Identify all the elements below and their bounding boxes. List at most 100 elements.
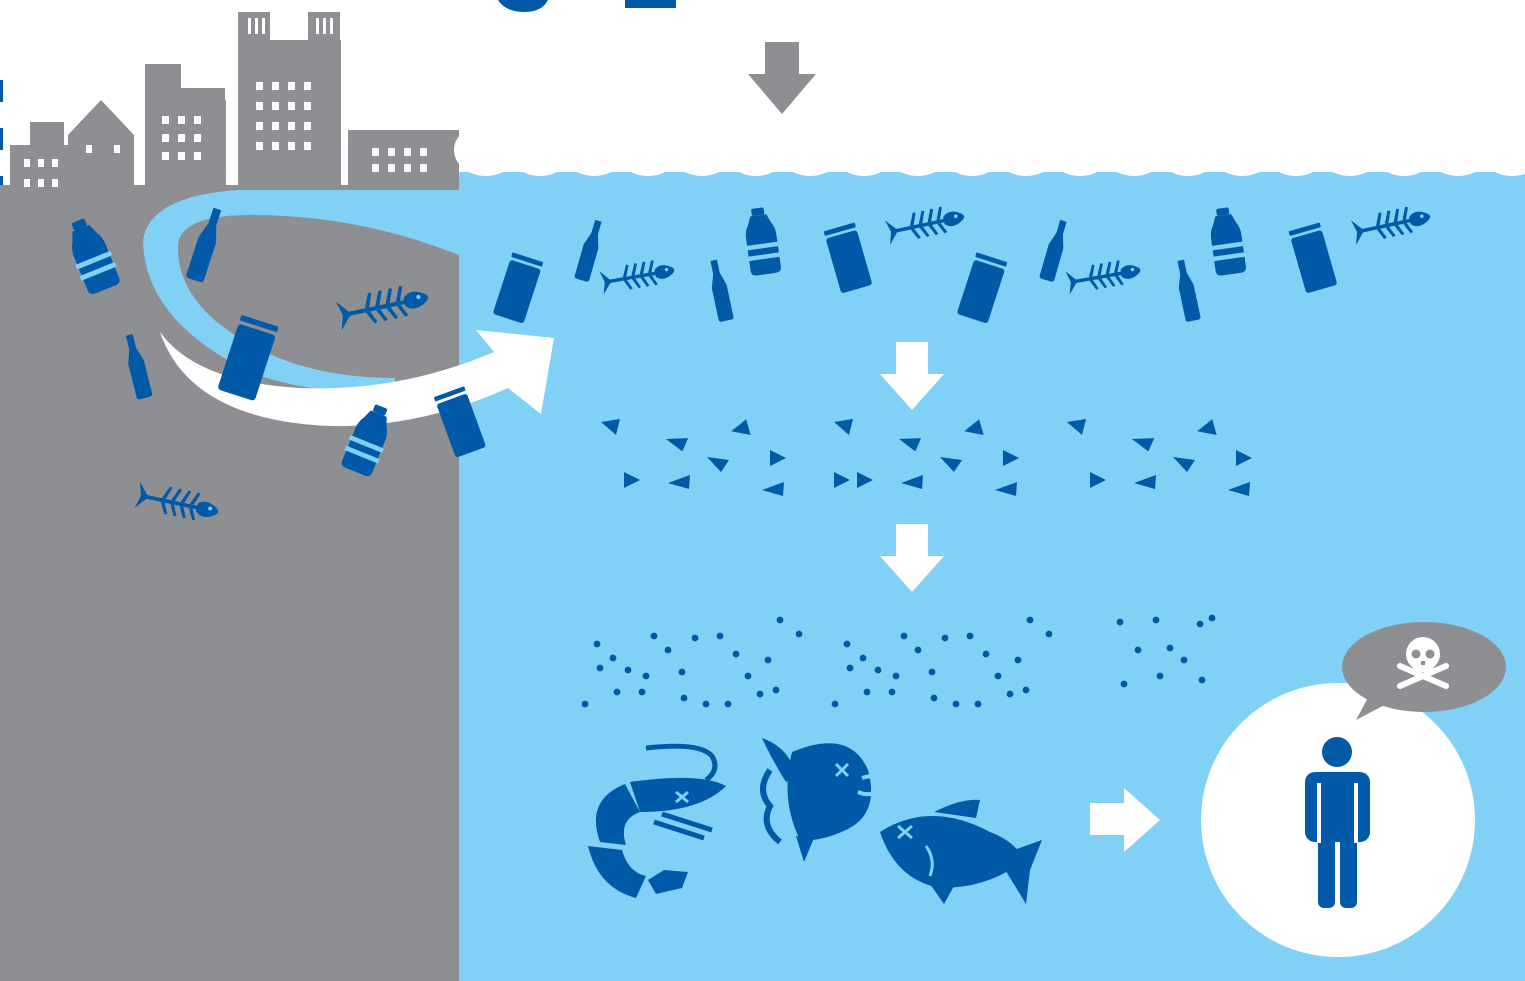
window [304, 102, 311, 110]
land-bend [178, 214, 459, 285]
window [420, 148, 427, 156]
microplastic-dot [941, 634, 949, 642]
window [24, 159, 30, 167]
microplastic-dot [716, 632, 724, 640]
window [323, 18, 326, 34]
window [420, 164, 427, 172]
microplastic-dot [888, 688, 896, 696]
window [372, 164, 379, 172]
microplastic-dot [859, 654, 867, 662]
window [178, 152, 185, 160]
window [162, 152, 169, 160]
microplastic-dot [982, 650, 990, 658]
window [24, 179, 30, 187]
shrimp-icon [588, 743, 726, 898]
window [304, 82, 311, 90]
microplastic-dot [680, 694, 688, 702]
window [178, 134, 185, 142]
window [288, 102, 295, 110]
window [256, 82, 263, 90]
skull-and-crossbones-icon [1397, 637, 1449, 689]
window [262, 18, 265, 34]
microplastic-dot [892, 672, 900, 680]
microplastic-dot [846, 664, 854, 672]
microplastic-dot [664, 646, 672, 654]
window [272, 82, 279, 90]
microplastic-dot [702, 700, 710, 708]
building-3 [348, 130, 459, 190]
window [316, 18, 319, 34]
microplastic-dot [581, 700, 589, 708]
window [52, 179, 58, 187]
microplastic-dot [930, 694, 938, 702]
microplastic-dot [1045, 630, 1053, 638]
cropped-title-shapes [498, 0, 676, 12]
microplastic-dot [1180, 656, 1188, 664]
consumption-arrow [1090, 788, 1160, 852]
microplastic-dot [678, 668, 686, 676]
microplastic-dot [744, 672, 752, 680]
window [330, 18, 333, 34]
microplastic-dot [1116, 618, 1124, 626]
window [288, 122, 295, 130]
window [256, 142, 263, 150]
window [38, 159, 44, 167]
microplastic-dot [1152, 616, 1160, 624]
microplastic-dot [1014, 656, 1022, 664]
sky-band [459, 110, 1525, 150]
window [388, 148, 395, 156]
microplastic-dot [831, 700, 839, 708]
microplastic-dot [1006, 690, 1014, 698]
window [272, 122, 279, 130]
window [114, 145, 120, 153]
microplastic-dot [843, 640, 851, 648]
microplastic-dot [914, 646, 922, 654]
window [404, 164, 411, 172]
microplastic-dot [1166, 644, 1174, 652]
building-tower [238, 40, 341, 190]
microplastic-dot [691, 634, 699, 642]
microplastic-dot [650, 632, 658, 640]
microplastic-dot [900, 632, 908, 640]
window [178, 116, 185, 124]
window [194, 152, 201, 160]
window [86, 145, 92, 153]
input-arrow [748, 42, 816, 114]
window [255, 18, 258, 34]
microplastic-dot [776, 616, 784, 624]
microplastic-dot [1022, 686, 1030, 694]
window [194, 134, 201, 142]
microplastic-dot [624, 666, 632, 674]
window [388, 164, 395, 172]
microplastic-dot [994, 672, 1002, 680]
edge-mark [0, 80, 3, 102]
human-icon [1305, 737, 1370, 908]
microplastic-dot [1134, 646, 1142, 654]
window [162, 134, 169, 142]
microplastic-dot [966, 632, 974, 640]
microplastic-dot [609, 654, 617, 662]
window [304, 142, 311, 150]
microplastic-dot [732, 650, 740, 658]
microplastic-dot [596, 664, 604, 672]
building-windows [24, 18, 427, 187]
microplastic-dot [772, 686, 780, 694]
fish-icon [880, 799, 1042, 904]
microplastic-dot [1156, 672, 1164, 680]
microplastic-dot [863, 688, 871, 696]
window [372, 148, 379, 156]
window [272, 142, 279, 150]
microplastic-dot [974, 700, 982, 708]
microplastic-dot [952, 700, 960, 708]
microplastic-dot [593, 640, 601, 648]
microplastic-dot [724, 700, 732, 708]
window [194, 116, 201, 124]
edge-mark [0, 128, 3, 150]
window [288, 82, 295, 90]
microplastic-dot [756, 690, 764, 698]
window [404, 148, 411, 156]
window [162, 116, 169, 124]
microplastic-dot [638, 688, 646, 696]
microplastic-dot [642, 672, 650, 680]
